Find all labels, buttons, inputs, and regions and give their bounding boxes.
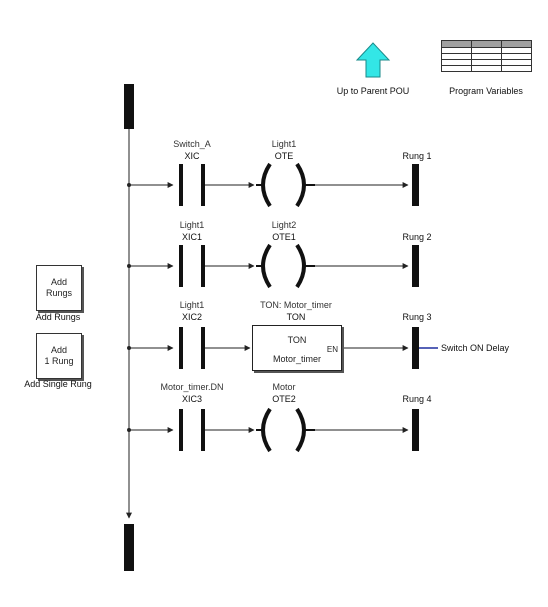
ote-coil[interactable] [256,162,315,208]
rung-label: Rung 2 [402,232,432,242]
output-type-label: OTE1 [272,232,296,242]
ote-coil[interactable] [256,243,315,289]
rung-end-block [412,245,419,287]
contact-tag-label: Light1 [179,220,205,230]
contact-type-label: XIC1 [181,232,203,242]
ton-block-title: TON [287,335,307,345]
output-tag-label: Motor [272,382,296,392]
rung-label: Rung 3 [402,312,432,322]
rung-end-block [412,164,419,206]
add-single-rung-button[interactable]: Add 1 Rung [36,333,82,379]
rung-4 [127,407,419,453]
contact-type-label: XIC2 [181,312,203,322]
xic-contact[interactable] [179,245,205,287]
contact-tag-label: Motor_timer.DN [160,382,224,392]
add-single-rung-caption: Add Single Rung [24,379,92,389]
contact-type-label: XIC [184,151,200,161]
rung-label: Rung 4 [402,394,432,404]
output-tag-label: TON: Motor_timer [260,300,332,310]
xic-contact[interactable] [179,164,205,206]
rung-1 [127,162,419,208]
left-rail-top-block [124,84,134,129]
rung-2 [127,243,419,289]
program-variables-icon[interactable] [441,40,532,72]
contact-tag-label: Switch_A [173,139,211,149]
up-to-parent-label[interactable]: Up to Parent POU [336,86,410,96]
output-type-label: TON [286,312,306,322]
output-type-label: OTE [274,151,294,161]
program-variables-label[interactable]: Program Variables [449,86,523,96]
rung-3 [127,327,438,369]
output-tag-label: Light1 [271,139,297,149]
ton-block-name: Motor_timer [272,354,321,364]
add-rungs-button[interactable]: Add Rungs [36,265,82,311]
contact-tag-label: Light1 [179,300,205,310]
up-to-parent-icon[interactable] [355,42,391,78]
ton-en-port: EN [326,345,338,354]
xic-contact[interactable] [179,409,205,451]
rung-end-block [412,409,419,451]
switch-on-delay-label: Switch ON Delay [440,343,510,353]
ote-coil[interactable] [256,407,315,453]
ton-timer-block[interactable]: TON Motor_timer EN [252,325,342,371]
left-rail-bottom-block [124,524,134,571]
xic-contact[interactable] [179,327,205,369]
rung-label: Rung 1 [402,151,432,161]
output-type-label: OTE2 [272,394,296,404]
add-rungs-caption: Add Rungs [35,312,81,322]
output-tag-label: Light2 [271,220,297,230]
rung-end-block [412,327,419,369]
contact-type-label: XIC3 [181,394,203,404]
